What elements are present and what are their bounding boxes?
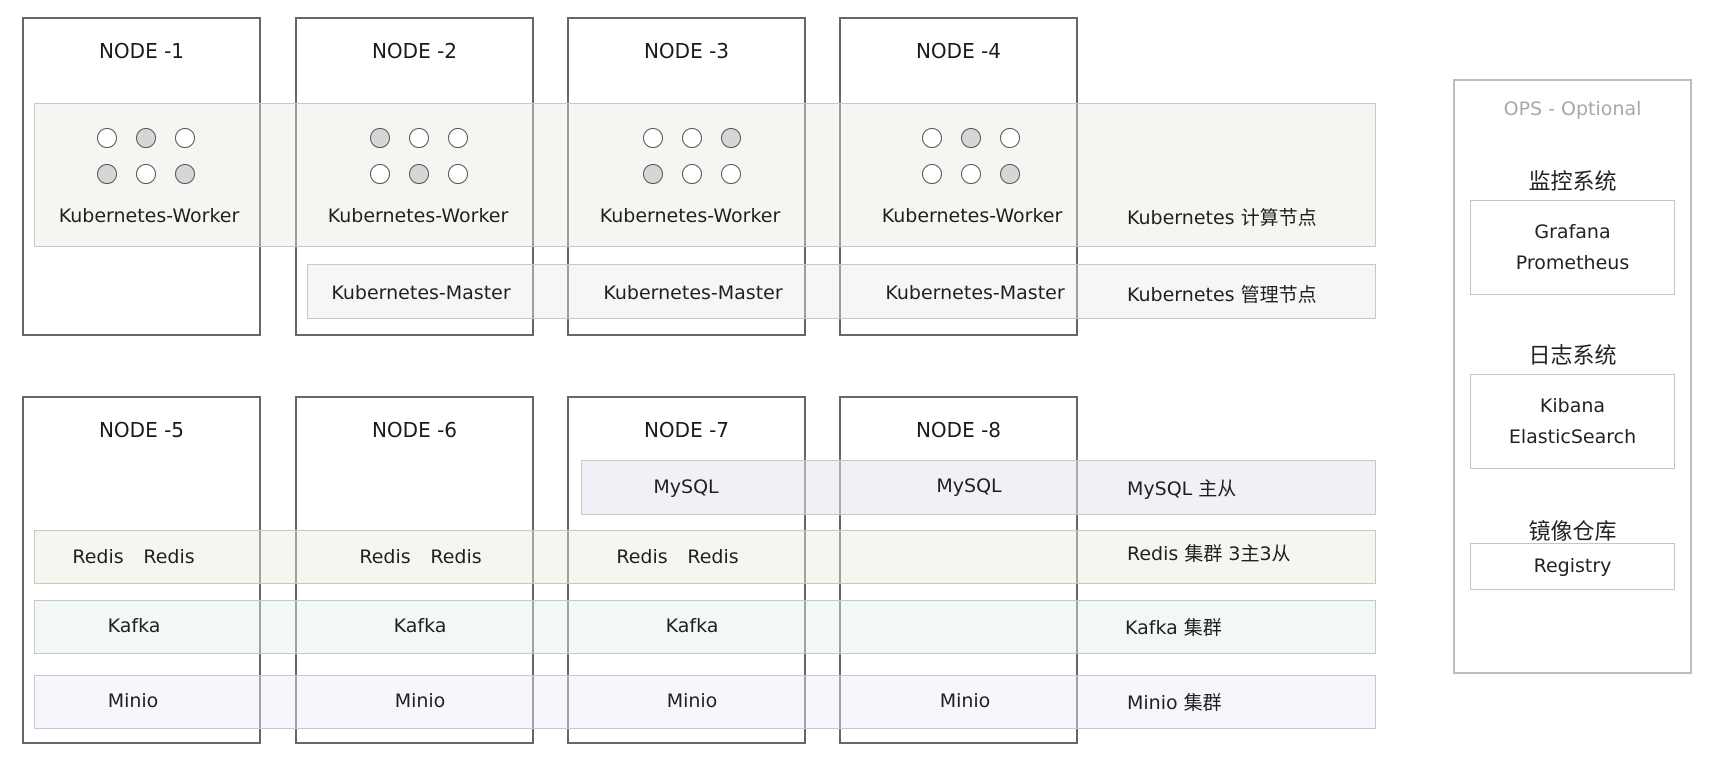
node-title: NODE -2 xyxy=(371,39,458,63)
pod-circle xyxy=(136,128,156,148)
pod-circle xyxy=(97,164,117,184)
redis-label: Redis xyxy=(72,546,124,568)
pod-circle xyxy=(370,128,390,148)
node-8: NODE -8 xyxy=(839,396,1078,744)
mysql-label-node-7: MySQL xyxy=(653,476,719,498)
pod-circle xyxy=(922,128,942,148)
pod-circle xyxy=(721,128,741,148)
pod-circle xyxy=(409,128,429,148)
node-title: NODE -4 xyxy=(915,39,1002,63)
pod-circle xyxy=(922,164,942,184)
worker-tier-label: Kubernetes 计算节点 xyxy=(1127,207,1317,229)
pod-circle xyxy=(97,128,117,148)
node-title: NODE -3 xyxy=(643,39,730,63)
redis-label: Redis xyxy=(616,546,668,568)
node-title: NODE -1 xyxy=(98,39,185,63)
prometheus-label: Prometheus xyxy=(1515,251,1630,274)
master-label-node-2: Kubernetes-Master xyxy=(331,282,511,304)
pod-circle xyxy=(682,164,702,184)
worker-label-node-2: Kubernetes-Worker xyxy=(327,205,509,227)
registry-box: Registry xyxy=(1470,543,1675,590)
redis-band xyxy=(34,530,1376,584)
mysql-label-node-8: MySQL xyxy=(936,475,1002,497)
node-title: NODE -6 xyxy=(371,418,458,442)
pod-circle xyxy=(643,164,663,184)
ops-title: OPS - Optional xyxy=(1503,98,1642,120)
monitoring-box: Grafana Prometheus xyxy=(1470,200,1675,295)
node-title: NODE -5 xyxy=(98,418,185,442)
worker-label-node-3: Kubernetes-Worker xyxy=(599,205,781,227)
monitoring-heading: 监控系统 xyxy=(1528,170,1617,195)
pod-circle xyxy=(175,128,195,148)
pod-circle xyxy=(1000,164,1020,184)
minio-label-node-8: Minio xyxy=(939,690,991,712)
pod-circle xyxy=(409,164,429,184)
redis-label: Redis xyxy=(687,546,739,568)
node-1: NODE -1 xyxy=(22,17,261,336)
pod-circle xyxy=(682,128,702,148)
kafka-label-node-7: Kafka xyxy=(665,615,719,637)
grafana-label: Grafana xyxy=(1534,220,1611,243)
pod-circle xyxy=(175,164,195,184)
node-4: NODE -4 xyxy=(839,17,1078,336)
pod-circle xyxy=(136,164,156,184)
mysql-band xyxy=(581,460,1376,515)
elasticsearch-label: ElasticSearch xyxy=(1508,425,1637,448)
kibana-label: Kibana xyxy=(1539,394,1606,417)
kubernetes-master-band xyxy=(307,264,1376,319)
logging-box: Kibana ElasticSearch xyxy=(1470,374,1675,469)
redis-label: Redis xyxy=(143,546,195,568)
pod-circle xyxy=(721,164,741,184)
node-7: NODE -7 xyxy=(567,396,806,744)
logging-heading: 日志系统 xyxy=(1528,344,1617,369)
node-6: NODE -6 xyxy=(295,396,534,744)
worker-label-node-4: Kubernetes-Worker xyxy=(881,205,1063,227)
node-5: NODE -5 xyxy=(22,396,261,744)
minio-label-node-7: Minio xyxy=(666,690,718,712)
master-label-node-3: Kubernetes-Master xyxy=(603,282,783,304)
pod-circle xyxy=(448,164,468,184)
master-label-node-4: Kubernetes-Master xyxy=(885,282,1065,304)
kafka-label-node-5: Kafka xyxy=(107,615,161,637)
node-3: NODE -3 xyxy=(567,17,806,336)
pod-circle xyxy=(1000,128,1020,148)
kafka-label-node-6: Kafka xyxy=(393,615,447,637)
pod-circle xyxy=(961,164,981,184)
kafka-band xyxy=(34,600,1376,654)
pod-circle xyxy=(961,128,981,148)
pod-circle xyxy=(370,164,390,184)
minio-label-node-6: Minio xyxy=(394,690,446,712)
master-tier-label: Kubernetes 管理节点 xyxy=(1127,284,1317,306)
kafka-tier-label: Kafka 集群 xyxy=(1125,617,1222,639)
redis-label: Redis xyxy=(359,546,411,568)
worker-label-node-1: Kubernetes-Worker xyxy=(58,205,240,227)
pod-circle xyxy=(643,128,663,148)
kubernetes-worker-band xyxy=(34,103,1376,247)
node-2: NODE -2 xyxy=(295,17,534,336)
minio-label-node-5: Minio xyxy=(107,690,159,712)
minio-band xyxy=(34,675,1376,729)
registry-label: Registry xyxy=(1533,555,1612,577)
pod-circle xyxy=(448,128,468,148)
redis-label: Redis xyxy=(430,546,482,568)
redis-tier-label: Redis 集群 3主3从 xyxy=(1127,543,1291,565)
node-title: NODE -7 xyxy=(643,418,730,442)
registry-heading: 镜像仓库 xyxy=(1528,520,1617,545)
mysql-tier-label: MySQL 主从 xyxy=(1127,478,1237,500)
node-title: NODE -8 xyxy=(915,418,1002,442)
minio-tier-label: Minio 集群 xyxy=(1127,692,1222,714)
